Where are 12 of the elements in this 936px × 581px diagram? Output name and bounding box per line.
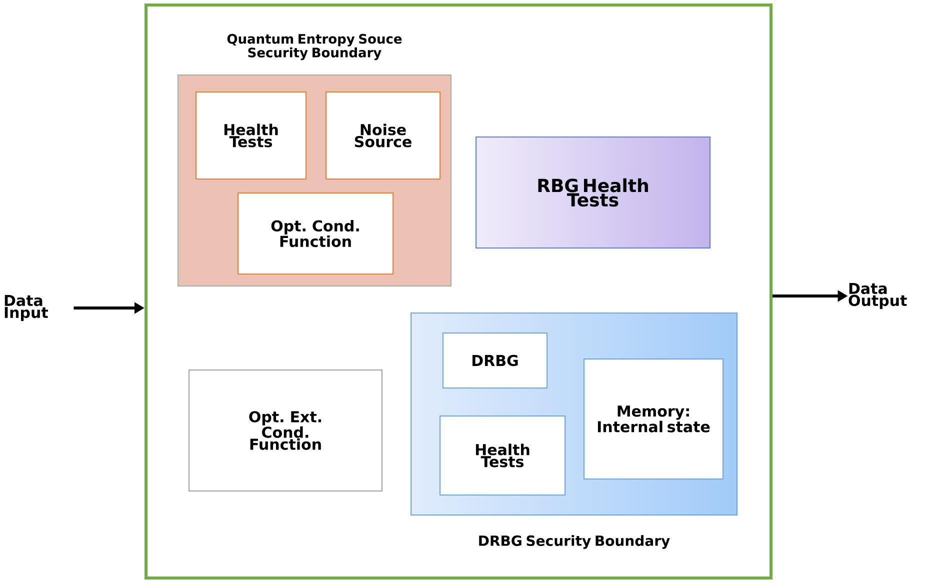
process-box: Memory: Internal state [584,358,724,480]
process-box: Noise Source [326,92,440,180]
process-box: Opt. Cond. Function [238,192,394,274]
node-label: DRBG Security Boundary [479,535,670,549]
process-box: RBG Health Tests [476,136,710,248]
process-box: DRBG [442,332,548,388]
process-box: Opt. Ext. Cond. Function [188,370,382,492]
process-box: Health Tests [196,92,306,180]
io-label: Data Input [4,294,48,322]
io-label: Data Output [848,282,907,310]
node-label: Quantum Entropy Souce Security Boundary [227,34,402,60]
process-box: Health Tests [440,416,566,496]
